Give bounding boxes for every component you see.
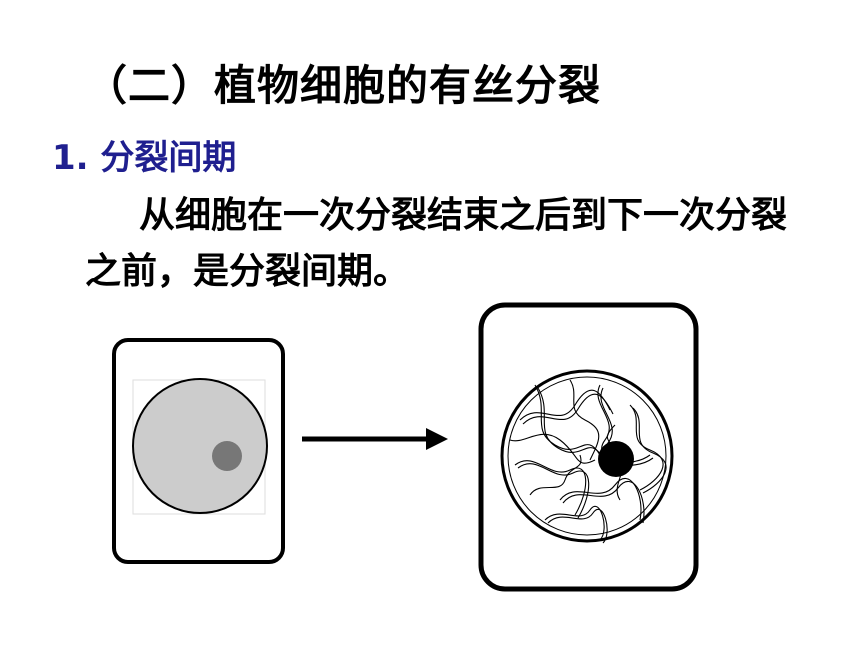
nucleus-before	[132, 378, 268, 514]
section-heading: 1. 分裂间期	[52, 138, 237, 178]
slide-title: （二）植物细胞的有丝分裂	[85, 61, 602, 110]
cell-wall-after	[478, 302, 699, 592]
definition-text: 从细胞在一次分裂结束之后到下一次分裂之前，是分裂间期。	[85, 195, 788, 292]
arrow-icon	[426, 428, 448, 450]
nucleus-after	[500, 369, 674, 543]
cell-wall-before	[112, 338, 285, 564]
nuclear-envelope-inner	[507, 376, 667, 536]
nucleolus-after	[598, 441, 634, 477]
nucleolus-before	[212, 441, 242, 471]
